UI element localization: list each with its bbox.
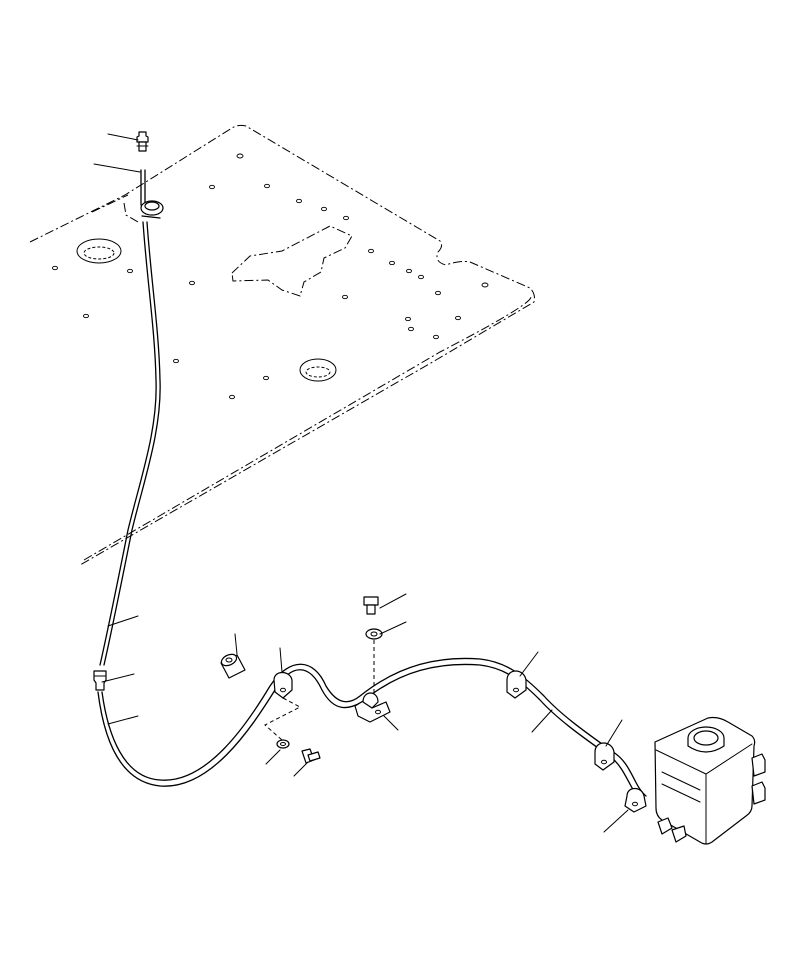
leader-lines: [93, 133, 629, 833]
hose-clip: [506, 670, 527, 699]
washer: [365, 628, 383, 700]
washer-tank: [654, 716, 766, 845]
hose-joint: [93, 670, 107, 691]
washer-nozzle: [136, 131, 149, 152]
spacer: [220, 653, 246, 679]
bolt: [301, 748, 321, 764]
floor-plate: [29, 124, 535, 566]
hose-clamp: [354, 692, 391, 723]
washer-hose-lower: [97, 657, 647, 799]
hose-clip: [624, 787, 647, 813]
nozzle-pipe: [140, 169, 164, 219]
washer: [276, 739, 290, 749]
hose-clip: [264, 671, 302, 741]
washer-hose-upper: [99, 221, 161, 666]
hose-clip: [594, 742, 615, 771]
bolt: [363, 596, 379, 615]
